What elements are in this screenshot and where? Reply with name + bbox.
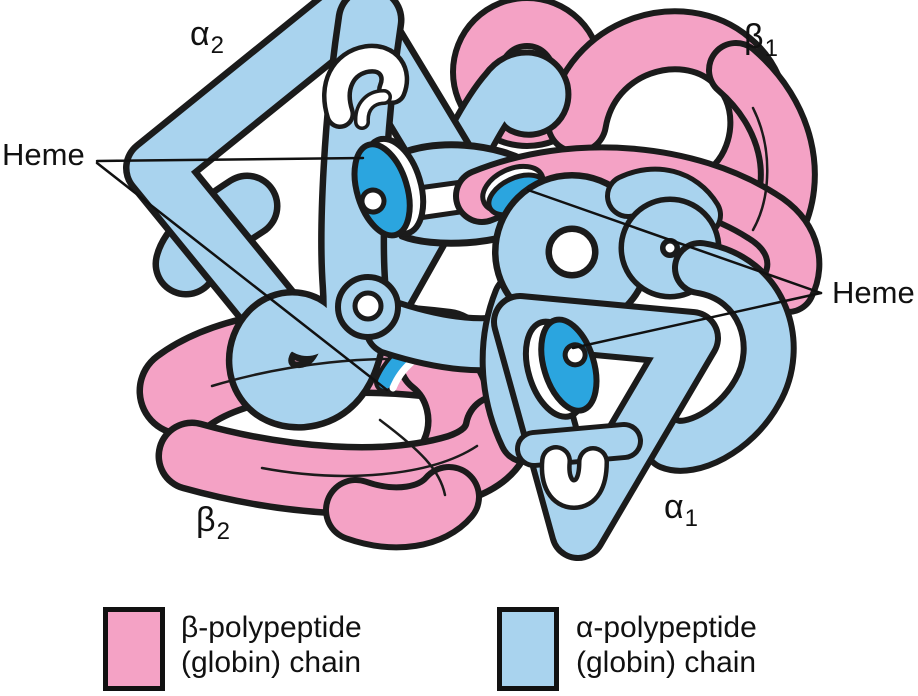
alpha-polypeptide-label: α-polypeptide (globin) chain: [576, 611, 757, 679]
heme-disc-upper-left: [351, 135, 427, 239]
beta-polypeptide-swatch: [103, 607, 165, 691]
beta2-chain-label: β2: [196, 501, 230, 545]
heme-disc-lower-right: [522, 316, 600, 420]
heme-label-left: Heme: [2, 137, 85, 172]
beta1-chain-label: β1: [744, 18, 778, 62]
beta-polypeptide-label: β-polypeptide (globin) chain: [181, 611, 362, 679]
alpha-polypeptide-swatch: [497, 607, 559, 691]
alpha2-inner-curls: [322, 43, 410, 130]
alpha2-chain-label: α2: [190, 15, 225, 59]
heme-pointer-lines: [95, 156, 823, 392]
alpha1-chain-label: α1: [664, 488, 699, 532]
heme-label-right: Heme: [832, 275, 915, 310]
alpha1-chain-shape: [363, 166, 797, 561]
beta2-chain-lower-tubes: [155, 357, 536, 551]
alpha-chain-curl-tube: [422, 49, 572, 212]
chain-knob-loop: [335, 274, 401, 340]
